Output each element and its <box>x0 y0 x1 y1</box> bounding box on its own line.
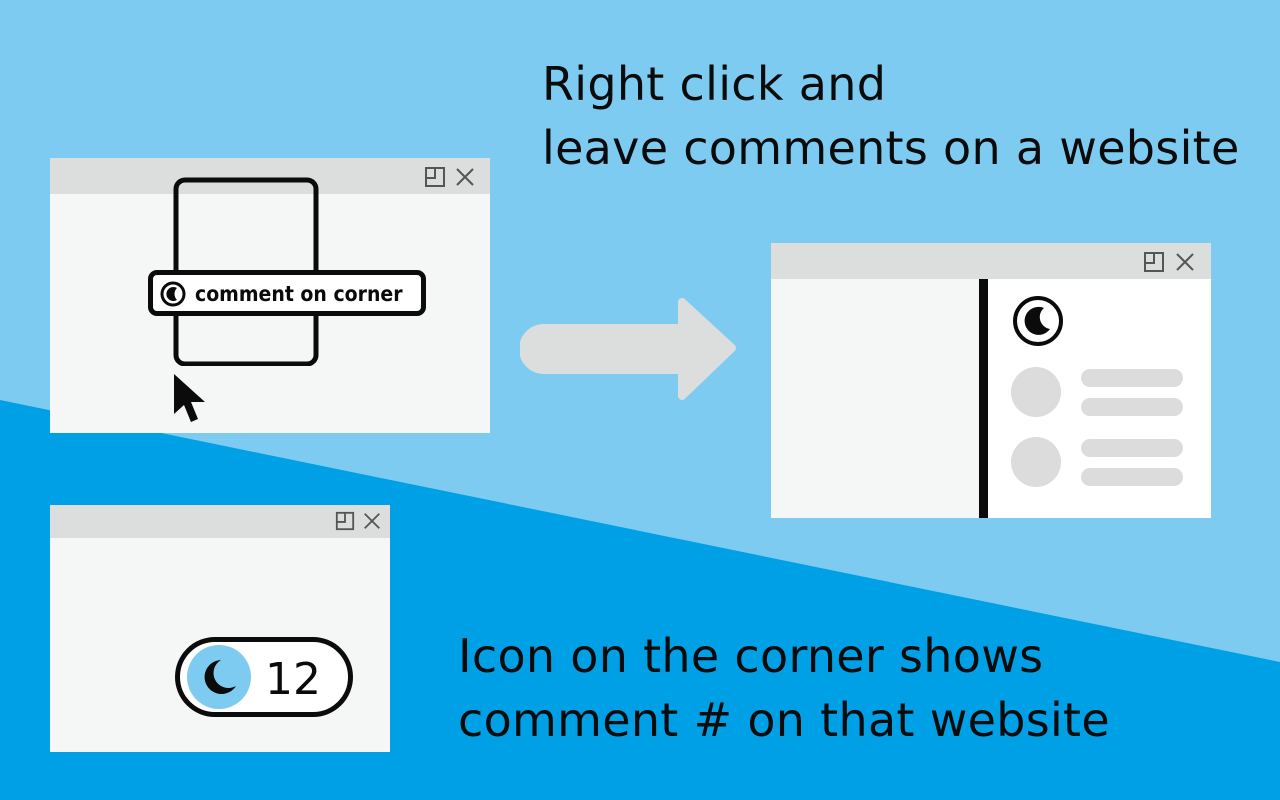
close-window-icon[interactable] <box>362 511 382 531</box>
comments-sidebar <box>979 279 1211 518</box>
window-titlebar <box>50 158 490 194</box>
comment-count: 12 <box>265 654 321 705</box>
close-window-icon[interactable] <box>1174 251 1196 273</box>
comment-line <box>1081 439 1183 457</box>
comment-line <box>1081 468 1183 486</box>
context-menu-label: comment on corner <box>195 282 403 306</box>
restore-window-icon[interactable] <box>335 511 355 531</box>
headline-top-line1: Right click and <box>542 57 887 111</box>
restore-window-icon[interactable] <box>424 166 446 188</box>
corner-logo-icon <box>160 281 186 307</box>
restore-window-icon[interactable] <box>1143 251 1165 273</box>
window-titlebar <box>771 243 1211 279</box>
moon-logo-icon[interactable] <box>1010 293 1066 349</box>
browser-window-comments-panel <box>771 243 1211 518</box>
headline-bottom-line2: comment # on that website <box>458 693 1110 747</box>
comment-count-badge[interactable] <box>175 637 353 717</box>
close-window-icon[interactable] <box>454 166 476 188</box>
headline-bottom-line1: Icon on the corner shows <box>458 629 1044 683</box>
comment-line <box>1081 369 1183 387</box>
headline-top-line2: leave comments on a website <box>542 121 1240 175</box>
mouse-cursor-icon <box>174 374 205 422</box>
comment-line <box>1081 398 1183 416</box>
comment-avatar <box>1011 437 1061 487</box>
arrow-right-icon <box>520 298 736 400</box>
window-titlebar <box>50 505 390 538</box>
comment-avatar <box>1011 367 1061 417</box>
moon-icon <box>187 645 251 709</box>
context-menu-item[interactable]: comment on corner <box>148 270 426 316</box>
